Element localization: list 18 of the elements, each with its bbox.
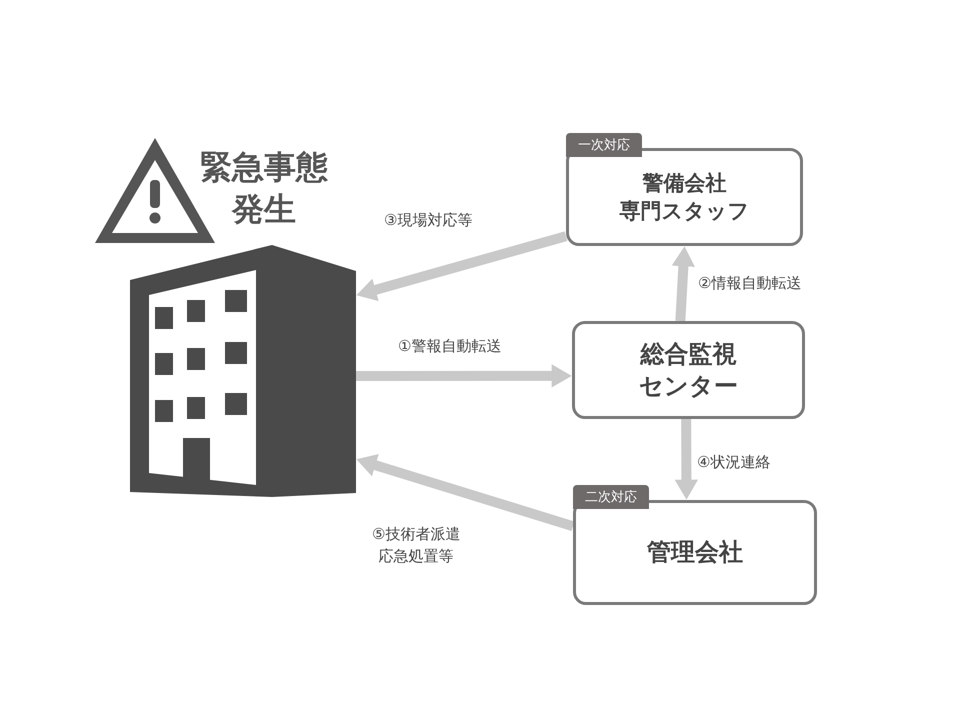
arrow [356, 364, 572, 388]
building-icon [130, 245, 356, 497]
edge-label: ③現場対応等 [384, 210, 472, 231]
tier-tag: 一次対応 [566, 133, 642, 157]
edge-label: ②情報自動転送 [698, 273, 802, 294]
title: 緊急事態発生 [200, 147, 328, 230]
node-label: 警備会社専門スタッフ [620, 170, 750, 225]
edge-label: ⑤技術者派遣応急処置等 [372, 524, 460, 567]
arrow [356, 454, 574, 532]
arrow [356, 231, 568, 302]
node-label: 管理会社 [647, 537, 743, 568]
edge-label: ④状況連絡 [697, 452, 770, 473]
arrow [672, 246, 696, 322]
tier-tag: 二次対応 [573, 485, 649, 509]
arrow [674, 418, 698, 500]
node-label: 総合監視センター [639, 338, 738, 402]
process-box [572, 321, 805, 419]
edge-label: ①警報自動転送 [398, 336, 502, 357]
